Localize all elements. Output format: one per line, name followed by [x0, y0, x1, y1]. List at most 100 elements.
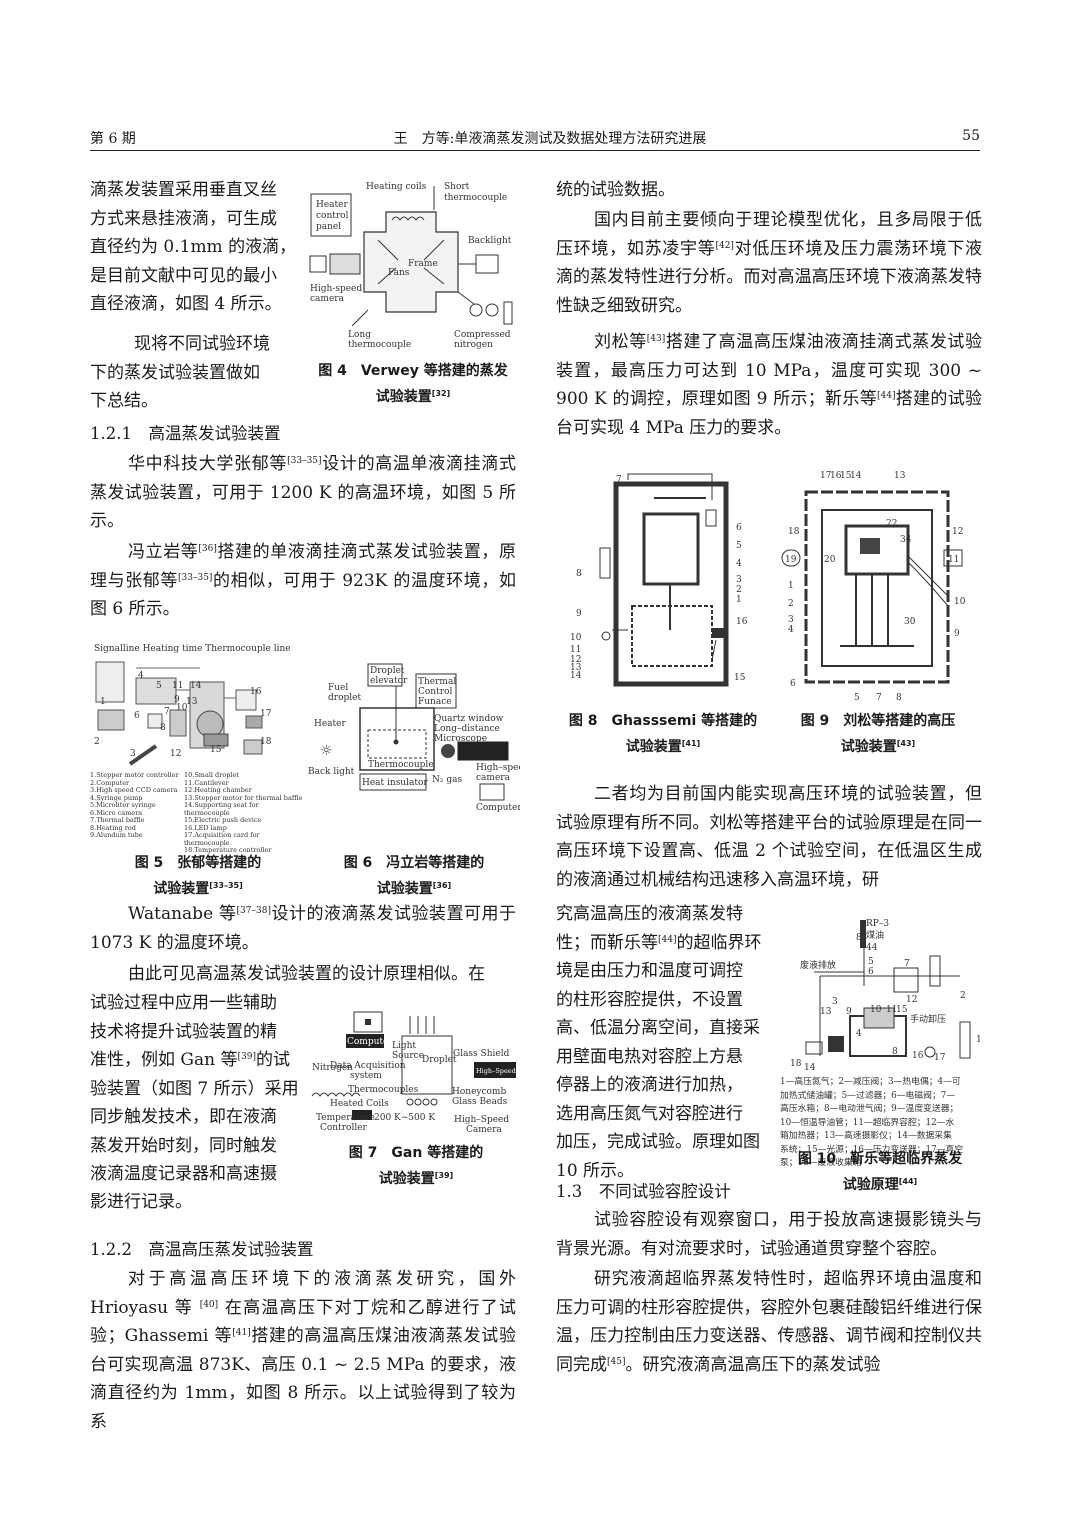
svg-text:煤油: 煤油 [866, 929, 884, 941]
svg-text:Computer: Computer [347, 1037, 393, 1047]
svg-text:16: 16 [830, 471, 842, 481]
svg-text:1: 1 [100, 697, 106, 707]
svg-text:High-speed: High-speed [310, 284, 362, 294]
svg-text:control: control [316, 211, 349, 221]
svg-text:15: 15 [840, 471, 852, 481]
svg-text:Heater: Heater [314, 719, 346, 729]
figure-9-diagram: 17 16 15 14 13 18 12 22 34 19 20 11 1 2 … [780, 466, 976, 708]
svg-text:Data Acquisition: Data Acquisition [330, 1061, 406, 1071]
svg-text:Quartz window: Quartz window [434, 714, 504, 724]
figure-7-diagram: Computer Light Source Glass Shield Nitro… [310, 1010, 520, 1138]
svg-text:Signalline Heating time Th: Signalline Heating time Thermocouple lin… [94, 644, 291, 654]
figure-6-caption: 图 6 冯立岩等搭建的 试验装置[36] [343, 855, 485, 897]
svg-text:7: 7 [876, 693, 882, 703]
svg-text:14: 14 [804, 1063, 816, 1073]
figure-7-caption: 图 7 Gan 等搭建的 试验装置[39] [348, 1145, 484, 1187]
svg-text:14: 14 [850, 471, 862, 481]
paragraph-right-7: 研究液滴超临界蒸发特性时，超临界环境由温度和压力可调的柱形容腔提供，容腔外包裹硅… [556, 1269, 982, 1375]
svg-text:High–speed: High–speed [476, 763, 520, 773]
svg-text:15: 15 [734, 673, 746, 683]
svg-text:Honeycomb: Honeycomb [452, 1087, 506, 1097]
svg-text:Backlight: Backlight [468, 236, 512, 246]
svg-text:7: 7 [616, 475, 622, 485]
svg-text:1: 1 [788, 581, 794, 591]
svg-text:Heated Coils: Heated Coils [330, 1099, 389, 1109]
paragraph-right-3: 刘松等[43]搭建了高温高压煤油液滴挂滴式蒸发试验装置，最高压力可达到 10 M… [556, 332, 983, 438]
paragraph-left-2: 现将不同试验环境 下的蒸发试验装置做如 下总结。 [90, 334, 270, 411]
svg-text:手动卸压: 手动卸压 [910, 1013, 946, 1025]
svg-text:4: 4 [736, 559, 742, 569]
svg-text:droplet: droplet [328, 693, 361, 703]
svg-text:Compressed: Compressed [454, 330, 511, 340]
paragraph-left-1: 滴蒸发装置采用垂直叉丝 方式来悬挂液滴，可生成 直径约为 0.1mm 的液滴， … [90, 180, 297, 314]
figure-9-caption: 图 9 刘松等搭建的高压 试验装置[43] [800, 713, 956, 755]
svg-text:18: 18 [260, 737, 272, 747]
svg-text:44: 44 [866, 943, 878, 953]
figure-4-diagram: Heater control panel Heating coils Short… [308, 180, 518, 352]
paragraph-left-3: 华中科技大学张郁等[33–35]设计的高温单液滴挂滴式蒸发试验装置，可用于 12… [90, 454, 517, 531]
svg-text:5: 5 [854, 693, 860, 703]
svg-text:6: 6 [134, 711, 140, 721]
svg-text:4: 4 [788, 625, 794, 635]
svg-text:12: 12 [906, 995, 917, 1005]
svg-text:13: 13 [894, 471, 906, 481]
paragraph-left-5: Watanabe 等[37–38]设计的液滴蒸发试验装置可用于 1073 K 的… [90, 904, 517, 953]
svg-text:High–Speed: High–Speed [454, 1115, 509, 1125]
svg-text:Thermal: Thermal [418, 677, 456, 687]
issue-number: 第 6 期 [90, 131, 136, 147]
svg-text:12: 12 [170, 749, 181, 759]
svg-text:Thermocouples: Thermocouples [348, 1085, 419, 1095]
svg-text:16: 16 [912, 1051, 924, 1061]
svg-text:Light: Light [392, 1041, 416, 1051]
svg-text:3: 3 [788, 615, 794, 625]
svg-text:thermocouple: thermocouple [348, 340, 411, 350]
svg-text:RP–3: RP–3 [866, 919, 889, 929]
svg-text:11: 11 [570, 645, 581, 655]
paragraph-left-6: 由此可见高温蒸发试验装置的设计原理相似。在 [128, 964, 485, 984]
svg-text:15: 15 [210, 745, 222, 755]
paragraph-right-2: 国内目前主要倾向于理论模型优化，且多局限于低压环境，如苏凌宇等[42]对低压环境… [556, 210, 983, 316]
page-number: 55 [962, 128, 980, 144]
svg-text:Fuel: Fuel [328, 683, 348, 693]
svg-text:Computer: Computer [476, 803, 520, 813]
svg-text:elevator: elevator [370, 676, 408, 686]
svg-text:Fans: Fans [388, 268, 410, 278]
svg-text:10: 10 [954, 597, 966, 607]
svg-text:Short: Short [444, 182, 470, 192]
paragraph-left-7: 试验过程中应用一些辅助 技术将提升试验装置的精 准性，例如 Gan 等[39]的… [90, 993, 299, 1184]
svg-text:1: 1 [976, 1035, 980, 1045]
svg-text:system: system [350, 1071, 382, 1081]
svg-text:13: 13 [186, 697, 198, 707]
svg-text:12: 12 [570, 655, 581, 665]
svg-text:Control: Control [418, 687, 452, 697]
svg-text:Back light: Back light [308, 767, 355, 777]
svg-text:10: 10 [176, 703, 188, 713]
figure-5-diagram: Signalline Heating time Thermocouple lin… [90, 638, 304, 842]
figure-4-caption: 图 4 Verwey 等搭建的蒸发 试验装置[32] [318, 363, 508, 405]
svg-text:High–Speed Camera: High–Speed Camera [476, 1067, 520, 1075]
svg-text:camera: camera [310, 294, 345, 304]
svg-text:11: 11 [886, 1005, 897, 1015]
figure-8-caption: 图 8 Ghasssemi 等搭建的 试验装置[41] [568, 713, 758, 755]
svg-text:N₂ gas: N₂ gas [432, 775, 462, 785]
svg-text:Glass Shield: Glass Shield [453, 1049, 510, 1059]
svg-text:2: 2 [960, 991, 966, 1001]
figure-8-diagram: 7 6 5 4 3 2 1 16 8 9 10 11 12 13 14 15 [566, 470, 766, 700]
paragraph-right-4: 二者均为目前国内能实现高压环境的试验装置，但试验原理有所不同。刘松等搭建平台的试… [556, 784, 982, 890]
svg-text:14: 14 [570, 671, 582, 681]
figure-5-caption: 图 5 张郁等搭建的 试验装置[33–35] [134, 855, 262, 897]
svg-text:4: 4 [856, 1029, 862, 1039]
paragraph-left-7-end: 影进行记录。 [90, 1192, 192, 1212]
paragraph-right-5: 究高温高压的液滴蒸发特 性；而靳乐等[44]的超临界环 境是由压力和温度可调控 … [556, 904, 762, 1181]
figure-6-diagram: Droplet elevator Thermal Control Funace … [308, 660, 520, 816]
header-rule [90, 150, 980, 151]
svg-text:Long–distance: Long–distance [434, 724, 500, 734]
figure-10-diagram: RP–3 煤油 44 废液排放 手动卸压 8 5 6 7 12 2 1 3 [780, 916, 980, 1074]
svg-text:Droplet: Droplet [370, 666, 405, 676]
svg-text:2: 2 [788, 599, 794, 609]
paragraph-right-6: 试验容腔设有观察窗口，用于投放高速摄影镜头与背景光源。有对流要求时，试验通道贯穿… [556, 1210, 982, 1259]
svg-text:camera: camera [476, 773, 511, 783]
svg-text:6: 6 [868, 967, 874, 977]
svg-text:9: 9 [954, 629, 960, 639]
